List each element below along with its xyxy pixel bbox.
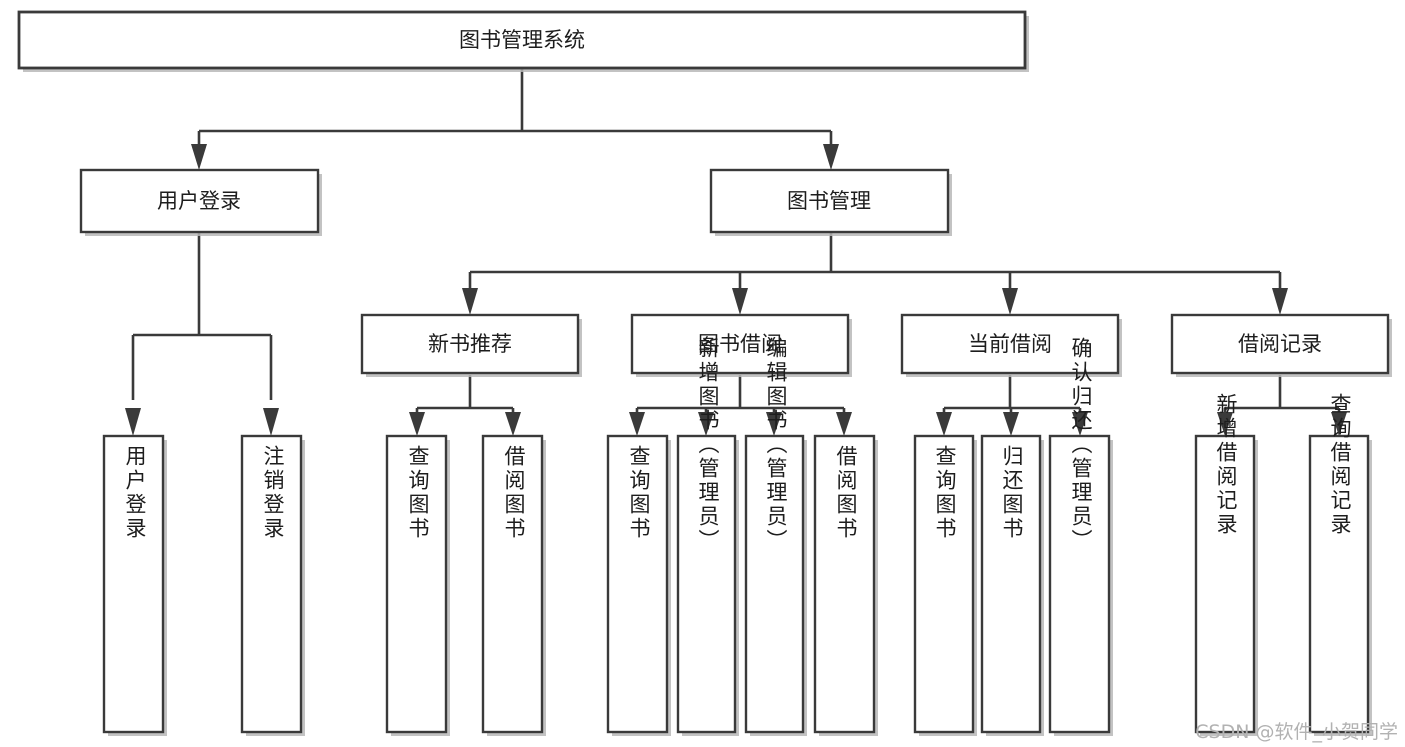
leaf-edit-book-admin-box xyxy=(744,434,805,734)
leaf-logout-box xyxy=(240,434,303,734)
new-book-recommend-label: 新书推荐 xyxy=(428,332,512,356)
leaf-query-book-current[interactable]: 查询图书 xyxy=(913,434,977,736)
node-current-borrow[interactable]: 当前借阅 xyxy=(900,313,1122,377)
book-management-label: 图书管理 xyxy=(787,189,871,213)
user-login-label: 用户登录 xyxy=(157,189,241,213)
new-book-recommend-box xyxy=(360,313,580,375)
leaf-confirm-return-admin-box xyxy=(1048,434,1111,734)
leaf-return-book-label: 归还图书 xyxy=(1000,445,1024,541)
current-borrow-box xyxy=(900,313,1120,375)
arrow-to-book-manage xyxy=(823,144,839,170)
leaf-confirm-return-admin-label: 确认归还（管理员） xyxy=(1069,337,1093,553)
leaf-query-book-borrow-label: 查询图书 xyxy=(627,445,651,541)
leaf-return-book[interactable]: 归还图书 xyxy=(980,434,1044,736)
borrow-record-box xyxy=(1170,313,1390,375)
leaf-add-borrow-record-box xyxy=(1194,434,1256,734)
leaf-edit-book-admin-label: 编辑图书（管理员） xyxy=(764,337,788,553)
leaf-borrow-book-box xyxy=(813,434,876,734)
arrow-borrow-leaf-3 xyxy=(766,412,782,436)
leaf-query-borrow-record[interactable]: 查询借阅记录 xyxy=(1308,393,1372,736)
leaf-borrow-book-rec-box xyxy=(481,434,544,734)
current-borrow-label: 当前借阅 xyxy=(968,332,1052,356)
leaf-logout-label: 注销登录 xyxy=(261,445,285,541)
leaf-logout[interactable]: 注销登录 xyxy=(240,434,305,736)
arrow-to-user-login xyxy=(191,144,207,170)
borrow-record-label: 借阅记录 xyxy=(1238,332,1322,356)
leaf-borrow-book-rec[interactable]: 借阅图书 xyxy=(481,434,546,736)
root-label: 图书管理系统 xyxy=(459,28,585,52)
arrow-record-leaf-1 xyxy=(1217,412,1233,436)
arrow-current-leaf-2 xyxy=(1003,412,1019,436)
leaf-query-borrow-record-box xyxy=(1308,434,1370,734)
leaf-add-borrow-record-label: 新增借阅记录 xyxy=(1214,393,1238,537)
node-book-management[interactable]: 图书管理 xyxy=(709,168,952,236)
node-user-login[interactable]: 用户登录 xyxy=(79,168,322,236)
leaf-add-book-admin-label: 新增图书（管理员） xyxy=(696,337,720,553)
node-borrow-record[interactable]: 借阅记录 xyxy=(1170,313,1392,377)
arrow-to-book-borrow xyxy=(732,288,748,315)
arrow-to-current-borrow xyxy=(1002,288,1018,315)
node-new-book-recommend[interactable]: 新书推荐 xyxy=(360,313,582,377)
book-borrow-label: 图书借阅 xyxy=(698,332,782,356)
arrow-to-borrow-record xyxy=(1272,288,1288,315)
leaf-user-login-label: 用户登录 xyxy=(123,445,147,541)
user-login-box xyxy=(79,168,320,234)
leaf-query-book-borrow[interactable]: 查询图书 xyxy=(606,434,671,736)
leaf-borrow-book[interactable]: 借阅图书 xyxy=(813,434,878,736)
node-book-borrow[interactable]: 图书借阅 xyxy=(630,313,852,377)
node-root[interactable]: 图书管理系统 xyxy=(17,10,1029,72)
leaf-confirm-return-admin[interactable]: 确认归还（管理员） xyxy=(1048,337,1113,736)
leaf-borrow-book-label: 借阅图书 xyxy=(834,445,858,541)
leaf-user-login[interactable]: 用户登录 xyxy=(102,434,167,736)
leaf-add-borrow-record[interactable]: 新增借阅记录 xyxy=(1194,393,1258,736)
book-borrow-box xyxy=(630,313,850,375)
leaf-query-book-rec[interactable]: 查询图书 xyxy=(385,434,450,736)
leaf-query-book-rec-box xyxy=(385,434,448,734)
arrow-to-user-login-leaf xyxy=(125,408,141,436)
arrow-borrow-leaf-2 xyxy=(698,412,714,436)
leaf-user-login-box xyxy=(102,434,165,734)
leaf-query-borrow-record-label: 查询借阅记录 xyxy=(1328,393,1352,537)
leaf-query-book-borrow-box xyxy=(606,434,669,734)
leaf-query-book-rec-label: 查询图书 xyxy=(406,445,430,541)
leaf-add-book-admin[interactable]: 新增图书（管理员） xyxy=(676,337,739,736)
arrow-borrow-leaf-4 xyxy=(836,412,852,436)
arrow-current-leaf-3 xyxy=(1072,412,1088,436)
csdn-watermark: CSDN @软件_小贺同学 xyxy=(1195,721,1398,743)
leaf-borrow-book-rec-label: 借阅图书 xyxy=(502,445,526,541)
arrow-to-logout-leaf xyxy=(263,408,279,436)
arrow-rec-leaf-2 xyxy=(505,412,521,436)
arrow-current-leaf-1 xyxy=(936,412,952,436)
arrow-rec-leaf-1 xyxy=(409,412,425,436)
arrow-record-leaf-2 xyxy=(1331,412,1347,436)
root-box xyxy=(17,10,1027,70)
leaf-edit-book-admin[interactable]: 编辑图书（管理员） xyxy=(744,337,807,736)
arrow-to-new-book-rec xyxy=(462,288,478,315)
leaf-query-book-current-label: 查询图书 xyxy=(933,445,957,541)
leaf-query-book-current-box xyxy=(913,434,975,734)
leaf-return-book-box xyxy=(980,434,1042,734)
arrow-borrow-leaf-1 xyxy=(629,412,645,436)
connector-layer xyxy=(125,69,1347,436)
leaf-add-book-admin-box xyxy=(676,434,737,734)
book-management-box xyxy=(709,168,950,234)
